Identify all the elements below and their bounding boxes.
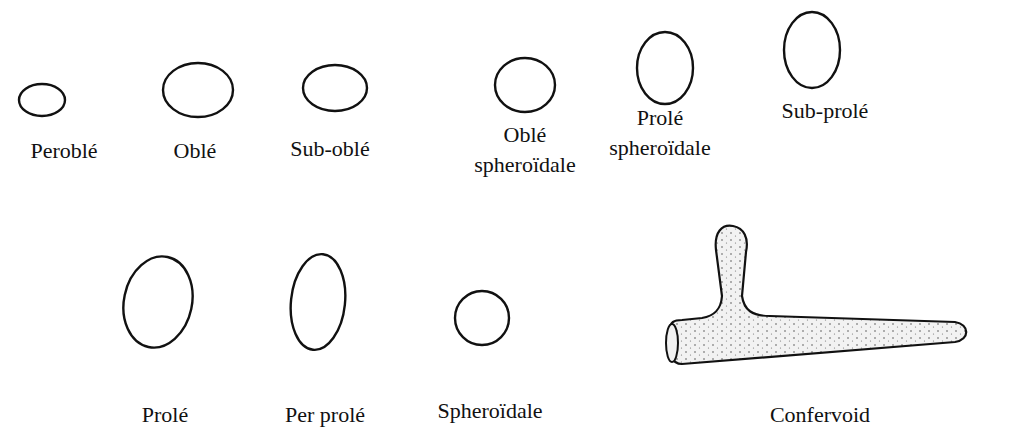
sub-oble-outline (303, 65, 367, 111)
shape-label: Prolé spheroïdale (600, 103, 720, 163)
shape-label: Spheroïdale (415, 396, 565, 426)
shape-label: Peroblé (4, 136, 124, 166)
spheroidale-outline (455, 291, 509, 345)
shape-label: Per prolé (265, 400, 385, 430)
prole-spheroidale-outline (637, 32, 693, 104)
shape-label: Oblé (135, 136, 255, 166)
shape-label: Sub-prolé (765, 96, 885, 126)
shape-label: Confervoid (740, 400, 900, 430)
oble-spheroidale-outline (495, 58, 555, 112)
peroble-outline (19, 84, 65, 116)
per-prole-outline (286, 251, 350, 352)
sub-prole-outline (784, 12, 840, 88)
prole-outline (115, 250, 201, 354)
oble-outline (163, 63, 233, 117)
confervoid-figure (670, 226, 967, 364)
confervoid-opening (666, 324, 678, 362)
shape-label: Prolé (105, 400, 225, 430)
shape-label: Sub-oblé (270, 134, 390, 164)
shape-label: Oblé spheroïdale (465, 120, 585, 180)
